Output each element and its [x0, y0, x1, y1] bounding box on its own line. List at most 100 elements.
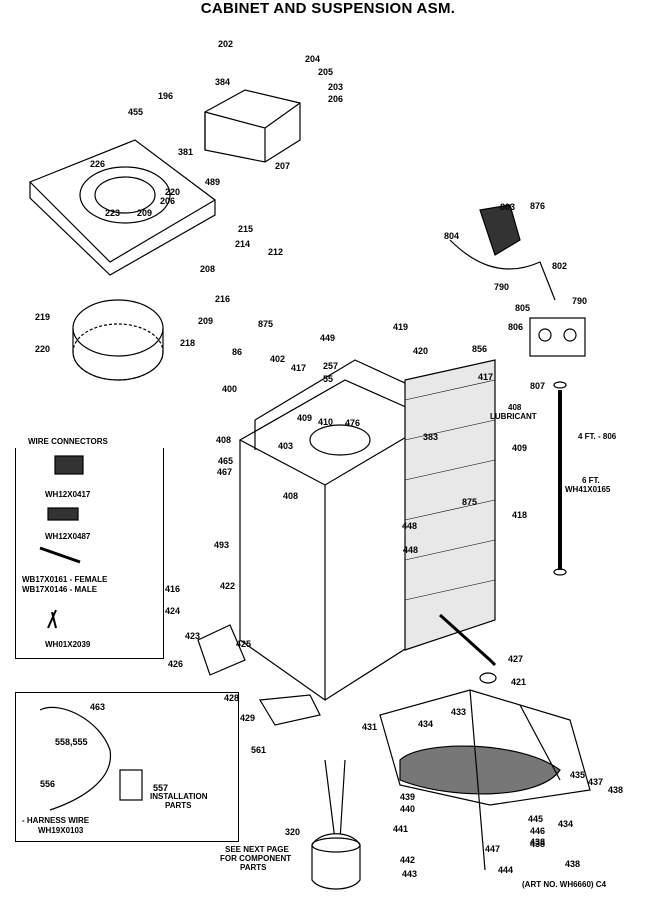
see-next-page-note: PARTS — [240, 863, 267, 872]
part-number-callout: 441 — [393, 824, 409, 834]
part-number-callout: 448 — [403, 545, 419, 555]
part-number-callout: 447 — [485, 844, 501, 854]
part-number-callout: 208 — [200, 264, 216, 274]
lubricant-note: 408 — [508, 403, 522, 412]
part-number-callout: 381 — [178, 147, 194, 157]
part-number-callout: 440 — [400, 804, 416, 814]
part-number-callout: 55 — [323, 374, 334, 384]
part-number-callout: 196 — [158, 91, 174, 101]
part-number-callout: 223 — [105, 208, 121, 218]
part-number-callout: 209 — [137, 208, 153, 218]
part-number-callout: 421 — [511, 677, 527, 687]
part-number-callout: 438 — [530, 837, 546, 847]
part-number-callout: 438 — [530, 839, 546, 849]
part-number-callout: 403 — [278, 441, 294, 451]
part-number-callout: 489 — [205, 177, 221, 187]
part-number-callout: 876 — [530, 201, 546, 211]
see-next-page-note: SEE NEXT PAGE — [225, 845, 289, 854]
part-number-callout: 409 — [512, 443, 528, 453]
part-number-callout: 802 — [552, 261, 568, 271]
harness-wire-part: WH19X0103 — [38, 826, 84, 835]
installation-label: INSTALLATION — [150, 792, 208, 801]
part-number-callout: 856 — [472, 344, 488, 354]
part-number-callout: 875 — [462, 497, 478, 507]
part-number-callout: 203 — [328, 82, 344, 92]
part-number-callout: 419 — [393, 322, 409, 332]
part-number-callout: 426 — [168, 659, 184, 669]
part-number-callout: 384 — [215, 77, 231, 87]
part-number-callout: 476 — [345, 418, 361, 428]
rear-panel-part — [404, 359, 496, 651]
part-number-callout: 422 — [220, 581, 236, 591]
part-number-callout: 212 — [268, 247, 284, 257]
part-number-callout: 439 — [400, 792, 416, 802]
wire-connectors-heading: WIRE CONNECTORS — [28, 437, 108, 446]
part-number-callout: 803 — [500, 202, 516, 212]
wire-connector-item: WH01X2039 — [45, 640, 91, 649]
part-number-callout: 206 — [160, 196, 176, 206]
part-number-callout: 442 — [400, 855, 416, 865]
hose-note-6ft-part: WH41X0165 — [565, 485, 611, 494]
part-number-callout: 463 — [90, 702, 106, 712]
part-number-callout: 443 — [402, 869, 418, 879]
wire-connector-item: WH12X0487 — [45, 532, 91, 541]
part-number-callout: 206 — [328, 94, 344, 104]
part-number-callout: 807 — [530, 381, 546, 391]
lubricant-note: LUBRICANT — [490, 412, 537, 421]
part-number-callout: 320 — [285, 827, 301, 837]
part-number-callout: 557 — [153, 783, 169, 793]
part-number-callout: 409 — [297, 413, 313, 423]
part-number-callout: 204 — [305, 54, 321, 64]
part-number-callout: 423 — [185, 631, 201, 641]
part-number-callout: 804 — [444, 231, 460, 241]
part-number-callout: 408 — [216, 435, 232, 445]
part-number-callout: 445 — [528, 814, 544, 824]
part-number-callout: 209 — [198, 316, 214, 326]
part-number-callout: 205 — [318, 67, 334, 77]
part-number-callout: 218 — [180, 338, 196, 348]
front-bracket-part — [197, 624, 321, 726]
top-cover-part — [28, 139, 217, 276]
part-number-callout: 408 — [283, 491, 299, 501]
part-number-callout: 417 — [478, 372, 494, 382]
part-number-callout: 257 — [323, 361, 339, 371]
part-number-callout: 449 — [320, 333, 336, 343]
part-number-callout: 558,555 — [55, 737, 88, 747]
transmission-part — [311, 759, 361, 890]
part-number-callout: 455 — [128, 107, 144, 117]
art-number: (ART NO. WH6660) C4 — [522, 880, 607, 889]
part-number-callout: 433 — [451, 707, 467, 717]
part-number-callout: 214 — [235, 239, 251, 249]
part-number-callout: 448 — [402, 521, 418, 531]
part-number-callout: 806 — [508, 322, 524, 332]
part-number-callout: 202 — [218, 39, 234, 49]
part-number-callout: 207 — [275, 161, 291, 171]
wire-connector-item: WH12X0417 — [45, 490, 91, 499]
harness-wire-label: - HARNESS WIRE — [22, 816, 90, 825]
wire-connector-item: WB17X0146 - MALE — [22, 585, 98, 594]
lid-part — [204, 89, 301, 163]
part-number-callout: 216 — [215, 294, 231, 304]
tub-ring-part — [72, 299, 164, 381]
wire-connector-item: WB17X0161 - FEMALE — [22, 575, 108, 584]
part-number-callout: 383 — [423, 432, 439, 442]
part-number-callout: 400 — [222, 384, 238, 394]
part-number-callout: 424 — [165, 606, 181, 616]
part-number-callout: 431 — [362, 722, 378, 732]
part-number-callout: 220 — [165, 187, 181, 197]
part-number-callout: 418 — [512, 510, 528, 520]
hose-note-6ft: 6 FT. — [582, 476, 600, 485]
part-number-callout: 416 — [165, 584, 181, 594]
part-number-callout: 467 — [217, 467, 233, 477]
installation-sub: PARTS — [165, 801, 192, 810]
hose-note-4ft: 4 FT. - 806 — [578, 432, 617, 441]
part-number-callout: 420 — [413, 346, 429, 356]
part-number-callout: 428 — [224, 693, 240, 703]
part-number-callout: 805 — [515, 303, 531, 313]
part-number-callout: 410 — [318, 417, 334, 427]
part-number-callout: 434 — [418, 719, 434, 729]
part-number-callout: 438 — [608, 785, 624, 795]
part-number-callout: 444 — [498, 865, 514, 875]
part-number-callout: 434 — [558, 819, 574, 829]
part-number-callout: 465 — [218, 456, 234, 466]
